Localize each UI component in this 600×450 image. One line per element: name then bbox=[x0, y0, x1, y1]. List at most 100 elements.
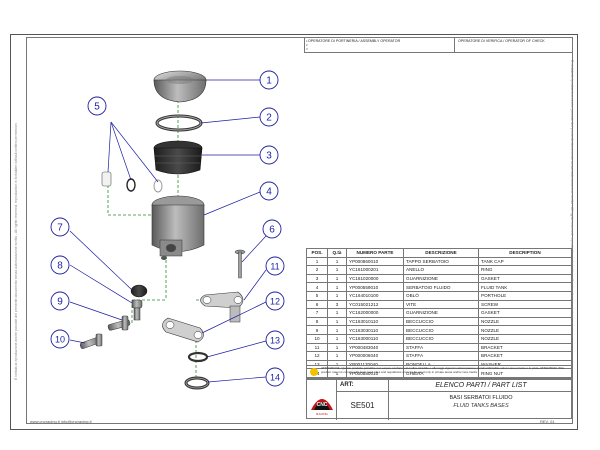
signature-row-numbers: 1 2 3 bbox=[306, 39, 308, 51]
check-operator-cell: OPERATORE DI VERIFICA / OPERATOR OF CHEC… bbox=[455, 37, 574, 53]
callout-13: 13 bbox=[265, 330, 285, 350]
cell-description-en: GASKET bbox=[478, 308, 572, 318]
cell-description-it: TAPPO SERBATOIO bbox=[403, 256, 479, 267]
cell-qty: 1 bbox=[327, 325, 347, 335]
footer-contact: www.cncracing.it info@cncracing.it bbox=[30, 419, 92, 424]
cell-pos: 11 bbox=[306, 342, 328, 353]
callout-number: 5 bbox=[94, 102, 100, 113]
cell-pos: 1 bbox=[306, 256, 328, 267]
assembly-operator-label: OPERATORE DI PORTINERIA / ASSEMBLY OPERA… bbox=[308, 39, 401, 43]
cell-description-it: OBLÒ bbox=[403, 290, 479, 301]
cell-qty: 1 bbox=[327, 308, 347, 318]
part-bracket-lower bbox=[162, 317, 204, 343]
cell-part-number: YC164010100 bbox=[346, 290, 404, 301]
cell-description-it: BECCUCCIO bbox=[403, 316, 479, 327]
cell-qty: 1 bbox=[327, 273, 347, 284]
side-disclaimer-right: È vietata la riproduzione anche parziale… bbox=[570, 60, 574, 317]
part-bracket-upper bbox=[200, 291, 244, 323]
cell-description-it: STAFFA bbox=[403, 351, 479, 361]
table-row: 141YP000580010GHIERARING NUT bbox=[306, 368, 572, 378]
cell-description-it: GUARNIZIONE bbox=[403, 308, 479, 318]
cell-description-it: BECCUCCIO bbox=[403, 333, 479, 344]
cell-part-number: YP000006040 bbox=[346, 351, 404, 361]
legal-warning: ATTENZIONE: Questo prodotto potrebbe non… bbox=[306, 365, 572, 379]
part-list-title: ELENCO PARTI / PART LIST bbox=[389, 380, 573, 392]
callout-number: 8 bbox=[57, 261, 63, 272]
cell-pos: 7 bbox=[306, 308, 328, 318]
cell-qty: 1 bbox=[327, 333, 347, 344]
cell-part-number: YC163030110 bbox=[346, 325, 404, 335]
title-block: CNC RACING ART: SE501 ELENCO PARTI / PAR… bbox=[306, 379, 573, 420]
callout-number: 6 bbox=[269, 225, 275, 236]
callout-10: 10 bbox=[50, 329, 70, 349]
part-nozzles bbox=[79, 299, 143, 349]
part-small-gasket bbox=[130, 284, 148, 298]
cell-description-en: NOZZLE bbox=[478, 316, 572, 327]
part-gasket bbox=[153, 140, 203, 175]
callout-number: 10 bbox=[55, 335, 65, 345]
callout-number: 14 bbox=[270, 373, 280, 383]
signature-row-number: 1 bbox=[306, 39, 308, 43]
cell-description-it: SERBATOIO FLUIDO bbox=[403, 282, 479, 292]
parts-list-table: POS. Q.tà NUMERO PARTE DESCRIZIONE DESCR… bbox=[306, 248, 572, 378]
callout-number: 9 bbox=[57, 297, 63, 308]
svg-text:CNC: CNC bbox=[317, 402, 328, 408]
cell-description-en: TANK CAP bbox=[478, 256, 572, 267]
cell-description-it: VITE bbox=[403, 299, 479, 310]
cell-pos: 9 bbox=[306, 325, 328, 335]
col-header-pos: POS. bbox=[306, 248, 328, 258]
cell-qty: 1 bbox=[327, 256, 347, 267]
cell-description-en: GASKET bbox=[478, 273, 572, 284]
cell-pos: 2 bbox=[306, 265, 328, 275]
cell-pos: 6 bbox=[306, 299, 328, 310]
cell-description-en: PORTHOLE bbox=[478, 290, 572, 301]
callout-1: 1 bbox=[259, 70, 279, 90]
callout-bubbles: 1 2 3 4 5 6 7 8 9 10 11 12 13 14 bbox=[50, 70, 285, 387]
col-header-description-en: DESCRIPTION bbox=[478, 248, 572, 258]
callout-6: 6 bbox=[262, 219, 282, 239]
callout-11: 11 bbox=[265, 256, 285, 276]
col-header-part-number: NUMERO PARTE bbox=[346, 248, 404, 258]
brand-logo: CNC RACING bbox=[307, 380, 337, 420]
cell-pos: 10 bbox=[306, 333, 328, 344]
warning-text: ATTENZIONE: Questo prodotto potrebbe non… bbox=[321, 366, 564, 374]
leader-lines bbox=[69, 79, 267, 383]
callout-3: 3 bbox=[259, 145, 279, 165]
callout-8: 8 bbox=[50, 255, 70, 275]
cell-description-en: NOZZLE bbox=[478, 325, 572, 335]
part-screw bbox=[234, 249, 246, 279]
cell-description-it: BECCUCCIO bbox=[403, 325, 479, 335]
cell-part-number: YP000483040 bbox=[346, 342, 404, 353]
callout-2: 2 bbox=[259, 107, 279, 127]
cell-description-en: BRACKET bbox=[478, 351, 572, 361]
cell-qty: 1 bbox=[327, 265, 347, 275]
callout-number: 2 bbox=[266, 113, 272, 124]
callout-number: 7 bbox=[57, 223, 63, 234]
cell-description-en: SCREW bbox=[478, 299, 572, 310]
cell-part-number: YC161020000 bbox=[346, 273, 404, 284]
cell-description-it: ANELLO bbox=[403, 265, 479, 275]
cell-qty: 1 bbox=[327, 316, 347, 327]
warning-icon bbox=[310, 368, 318, 376]
side-disclaimer-left: È vietata la riproduzione anche parziale… bbox=[14, 123, 18, 380]
part-washer bbox=[187, 351, 209, 363]
cnc-racing-logo-icon: CNC RACING bbox=[311, 399, 333, 416]
callout-number: 1 bbox=[266, 76, 272, 87]
article-label: ART: bbox=[337, 380, 389, 392]
drawing-frame bbox=[26, 37, 573, 424]
callout-number: 11 bbox=[270, 262, 279, 272]
part-ring bbox=[155, 114, 203, 132]
parts-table-header-row: POS. Q.tà NUMERO PARTE DESCRIZIONE DESCR… bbox=[306, 248, 572, 258]
check-operator-label: OPERATORE DI VERIFICA / OPERATOR OF CHEC… bbox=[458, 39, 545, 43]
cell-part-number: YP000559010 bbox=[346, 282, 404, 292]
part-ring-nut bbox=[184, 376, 210, 390]
